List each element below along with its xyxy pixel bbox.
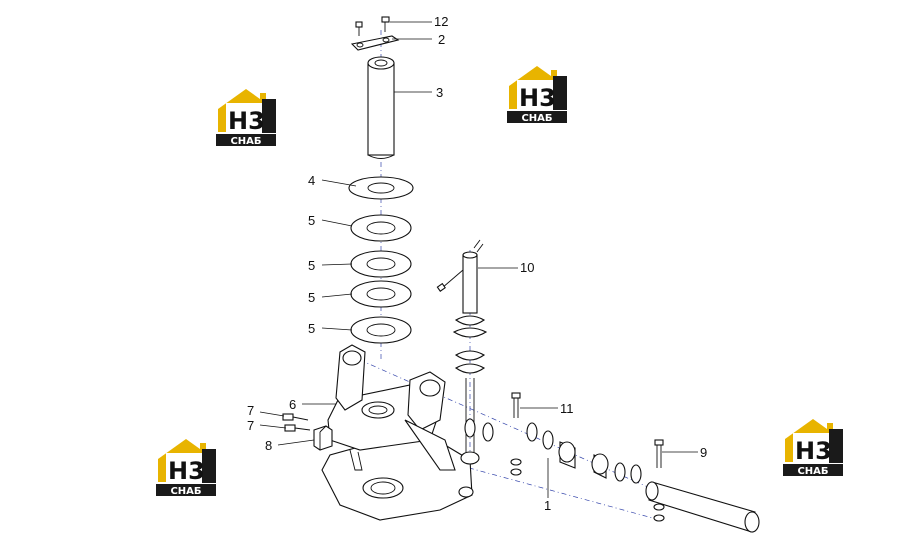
- part-11-bolt: [510, 392, 522, 476]
- callout-8: 8: [265, 438, 272, 453]
- logo-letters: H3: [519, 84, 556, 112]
- part-9-pin: [645, 439, 760, 533]
- callout-2: 2: [438, 32, 445, 47]
- part-8-block: [313, 425, 333, 451]
- callout-7: 7: [247, 403, 254, 418]
- logo-letters: H3: [228, 107, 265, 135]
- callout-11: 11: [560, 401, 574, 416]
- part-4-washer: [348, 176, 414, 200]
- callout-5: 5: [308, 213, 315, 228]
- callout-7: 7: [247, 418, 254, 433]
- part-12-bolts: [355, 16, 390, 36]
- part-1-bushings: [464, 418, 642, 484]
- callout-1: 1: [544, 498, 551, 513]
- logo-caption: СНАБ: [521, 113, 552, 124]
- lower-axis: [329, 429, 661, 521]
- callout-5: 5: [308, 321, 315, 336]
- logo-caption: СНАБ: [797, 466, 828, 477]
- callout-labels: 12 2 3 4 5 5 5 5 6 7 7 8 10 11 9 1: [247, 14, 707, 513]
- logo-letters: H3: [168, 457, 205, 485]
- part-5-shims: [350, 214, 412, 344]
- logo-caption: СНАБ: [230, 136, 261, 147]
- part-2-plate: [350, 35, 400, 51]
- part-7-bolts: [282, 413, 311, 432]
- leader-lines: [259, 21, 698, 498]
- logo-caption: СНАБ: [170, 486, 201, 497]
- part-3-pin: [367, 56, 395, 159]
- callout-5: 5: [308, 290, 315, 305]
- callout-12: 12: [434, 14, 448, 29]
- callout-6: 6: [289, 397, 296, 412]
- callout-3: 3: [436, 85, 443, 100]
- part-6-bracket: [321, 344, 473, 521]
- callout-9: 9: [700, 445, 707, 460]
- logo-letters: H3: [795, 437, 832, 465]
- callout-10: 10: [520, 260, 534, 275]
- callout-5: 5: [308, 258, 315, 273]
- part-10-lock-pin: [436, 239, 488, 498]
- callout-4: 4: [308, 173, 315, 188]
